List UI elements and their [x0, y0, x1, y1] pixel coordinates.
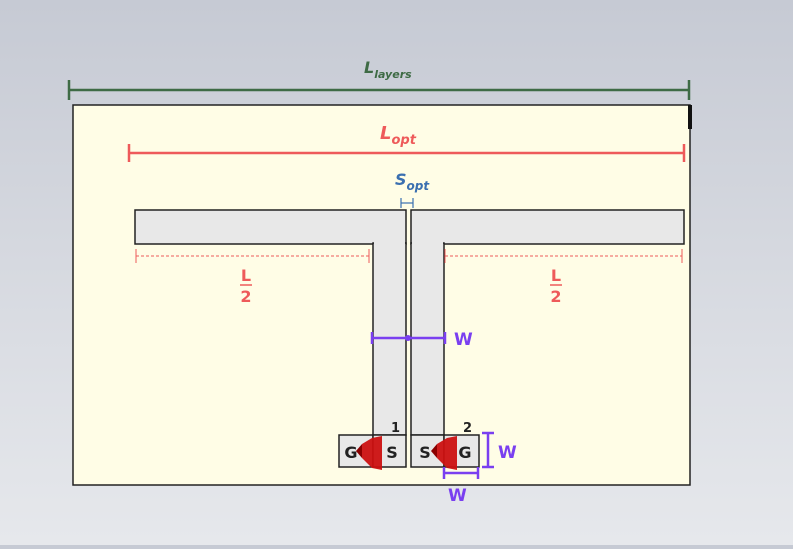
w-port-width-dimension: W — [442, 467, 480, 506]
port-2: S G 2 — [410, 421, 480, 470]
port-2-marker-tip — [431, 444, 437, 458]
half-length-right-dimension: L 2 — [444, 249, 683, 306]
right-dipole-arm — [410, 209, 685, 245]
l-layers-dimension: Llayers — [67, 58, 691, 100]
w-arm-label: W — [454, 330, 473, 350]
left-joint-fill — [374, 242, 405, 245]
left-dipole-arm — [134, 209, 407, 245]
port-1-marker-tip — [356, 444, 362, 458]
half-right-denominator: 2 — [550, 287, 561, 306]
right-joint-fill — [412, 242, 443, 245]
w-port-height-dimension: W — [482, 431, 517, 469]
port-1-left-pad-label: G — [344, 443, 357, 462]
w-port-height-label: W — [498, 443, 517, 463]
w-arm-center-dot — [405, 335, 411, 341]
l-layers-label: Llayers — [364, 58, 412, 81]
half-left-denominator: 2 — [240, 287, 251, 306]
port-2-number: 2 — [463, 421, 472, 436]
half-right-numerator: L — [551, 266, 561, 285]
half-length-left-dimension: L 2 — [135, 249, 370, 306]
s-opt-label: Sopt — [395, 170, 430, 193]
port-1-number: 1 — [391, 421, 400, 436]
port-1-right-pad-label: S — [386, 443, 398, 462]
w-arm-dimension: W — [370, 330, 473, 350]
w-port-width-label: W — [448, 486, 467, 506]
port-1: G S 1 — [338, 421, 407, 470]
s-opt-dimension: Sopt — [395, 170, 430, 208]
port-2-left-pad-label: S — [419, 443, 431, 462]
port-1-marker — [362, 436, 382, 470]
l-opt-dimension: Lopt — [127, 123, 686, 162]
l-opt-label: Lopt — [380, 123, 417, 148]
half-left-numerator: L — [241, 266, 251, 285]
port-2-marker — [437, 436, 457, 470]
board-edge-mark — [688, 105, 692, 129]
port-2-right-pad-label: G — [458, 443, 471, 462]
